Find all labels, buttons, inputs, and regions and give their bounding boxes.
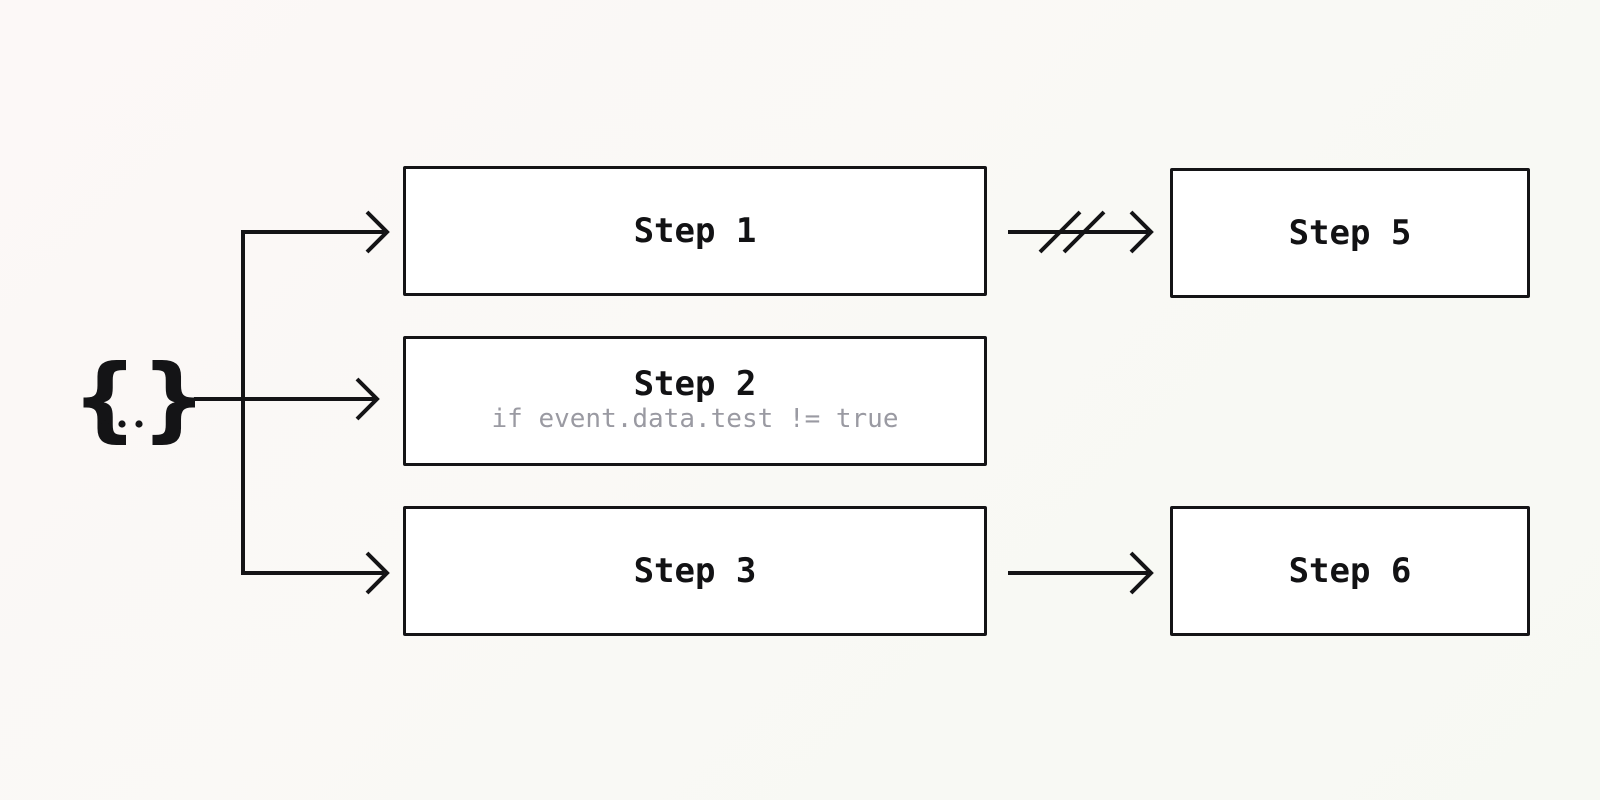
step-1-box[interactable]: Step 1	[403, 166, 987, 296]
arrowhead-icon	[1129, 210, 1154, 254]
step-5-label: Step 5	[1288, 213, 1412, 253]
ellipsis-dot-icon	[135, 420, 143, 428]
arrowhead-icon	[1129, 551, 1154, 595]
ellipsis-dot-icon	[101, 420, 109, 428]
event-brace-glyph-left: {	[72, 345, 138, 452]
step-6-box[interactable]: Step 6	[1170, 506, 1530, 636]
double-slash-break-icon	[1038, 210, 1106, 254]
step-6-label: Step 6	[1288, 551, 1412, 591]
step-3-box[interactable]: Step 3	[403, 506, 987, 636]
step-5-box[interactable]: Step 5	[1170, 168, 1530, 298]
step-3-label: Step 3	[633, 551, 757, 591]
step-2-box[interactable]: Step 2 if event.data.test != true	[403, 336, 987, 466]
step-2-condition: if event.data.test != true	[491, 404, 899, 434]
step-1-label: Step 1	[633, 211, 757, 251]
arrowhead-icon	[355, 377, 380, 421]
connector-step-3-to-step-6	[1008, 551, 1154, 595]
arrowhead-icon	[365, 210, 390, 254]
connector-trunk	[241, 230, 384, 575]
step-2-label: Step 2	[633, 364, 757, 404]
fan-out-connector	[194, 230, 384, 575]
arrowhead-icon	[365, 551, 390, 595]
connector-step-1-to-step-5	[1008, 210, 1154, 254]
curly-braces-ellipsis-icon: { }	[72, 345, 207, 452]
ellipsis-dot-icon	[118, 420, 126, 428]
